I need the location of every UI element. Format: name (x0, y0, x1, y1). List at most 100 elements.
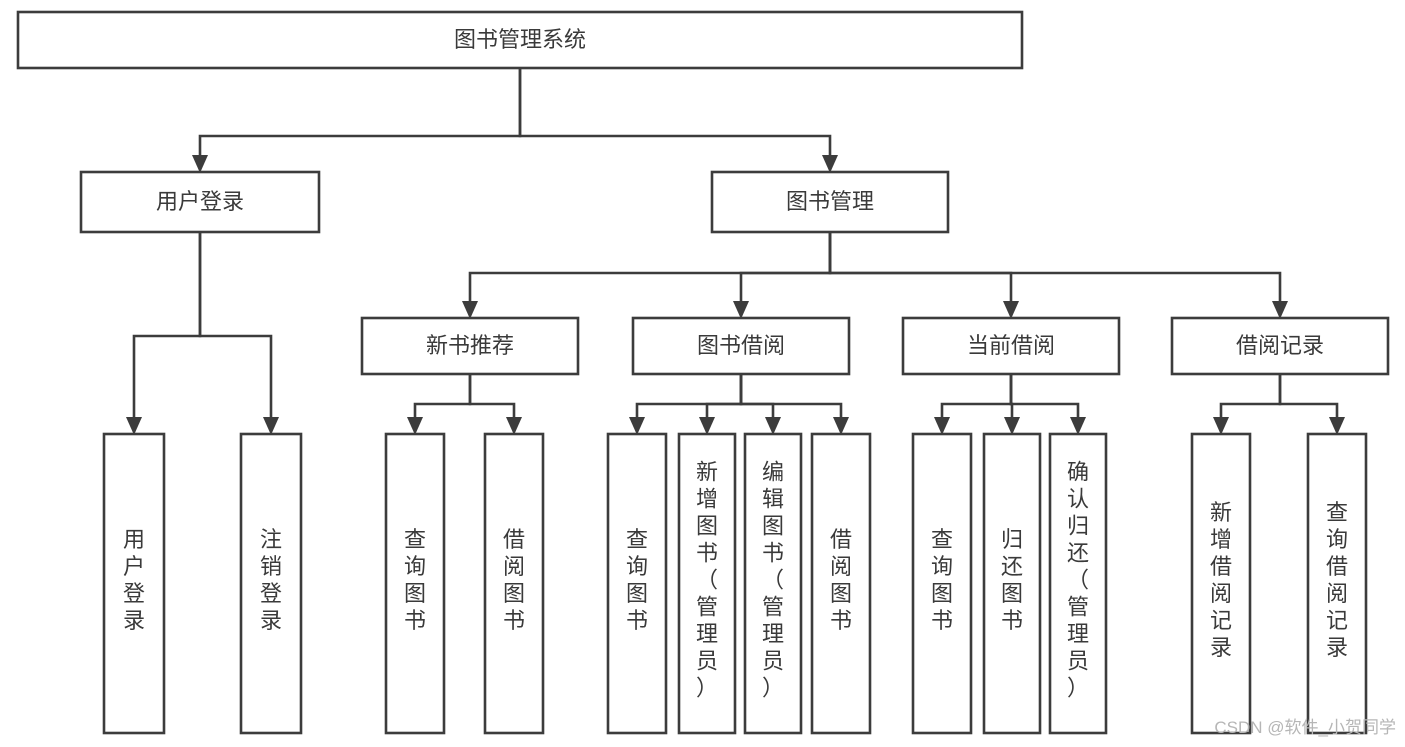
node-query-borrow-record[interactable]: 查询借阅记录 (1306, 432, 1368, 735)
node-label-add-borrow-record: 新增借阅记录 (1210, 500, 1232, 660)
connector-user-login-to-user-login-do (126, 232, 202, 435)
connector-book-manage-to-new-book-recommend (462, 232, 832, 319)
connector-new-book-recommend-to-query-book-1 (407, 374, 472, 435)
node-box-query-book-1[interactable] (384, 432, 446, 735)
connector-path (940, 374, 1013, 421)
connector-user-login-to-user-logout (198, 232, 279, 435)
node-new-book-recommend[interactable]: 新书推荐 (360, 316, 580, 376)
node-box-borrow-book-1[interactable] (483, 432, 545, 735)
node-box-user-login-do[interactable] (102, 432, 166, 735)
arrow-head-icon (765, 417, 781, 435)
node-current-borrow[interactable]: 当前借阅 (901, 316, 1121, 376)
connector-borrow-record-to-query-borrow-record (1278, 374, 1345, 435)
node-borrow-book-2[interactable]: 借阅图书 (810, 432, 872, 735)
node-edit-book[interactable]: 编辑图书（管理员） (743, 432, 803, 735)
node-user-login[interactable]: 用户登录 (79, 170, 321, 234)
arrow-head-icon (192, 155, 208, 173)
arrow-head-icon (462, 301, 478, 319)
arrow-head-icon (1070, 417, 1086, 435)
connector-path (468, 232, 832, 305)
connector-path (739, 232, 832, 305)
connector-path (1278, 374, 1339, 421)
arrow-head-icon (629, 417, 645, 435)
node-label-user-login-do: 用户登录 (123, 527, 145, 633)
node-box-current-borrow[interactable] (901, 316, 1121, 376)
arrow-head-icon (699, 417, 715, 435)
node-box-new-book-recommend[interactable] (360, 316, 580, 376)
node-label-query-borrow-record: 查询借阅记录 (1326, 500, 1348, 660)
arrow-head-icon (822, 155, 838, 173)
node-borrow-record[interactable]: 借阅记录 (1170, 316, 1390, 376)
connector-root-to-user-login (192, 68, 522, 173)
node-box-edit-book[interactable] (743, 432, 803, 735)
node-box-borrow-book-2[interactable] (810, 432, 872, 735)
arrow-head-icon (1213, 417, 1229, 435)
node-root[interactable]: 图书管理系统 (16, 10, 1024, 70)
node-user-login-do[interactable]: 用户登录 (102, 432, 166, 735)
connector-book-manage-to-book-borrow (733, 232, 832, 319)
node-label-borrow-book-1: 借阅图书 (503, 527, 525, 633)
connector-path (413, 374, 472, 421)
connector-path (1219, 374, 1282, 421)
node-box-user-logout[interactable] (239, 432, 303, 735)
node-book-borrow[interactable]: 图书借阅 (631, 316, 851, 376)
node-label-new-book-recommend: 新书推荐 (426, 333, 514, 358)
connector-layer (126, 68, 1345, 435)
node-label-book-manage: 图书管理 (786, 189, 874, 214)
node-borrow-book-1[interactable]: 借阅图书 (483, 432, 545, 735)
node-box-confirm-return[interactable] (1048, 432, 1108, 735)
node-box-root[interactable] (16, 10, 1024, 70)
arrow-head-icon (506, 417, 522, 435)
node-query-book-3[interactable]: 查询图书 (911, 432, 973, 735)
node-query-book-2[interactable]: 查询图书 (606, 432, 668, 735)
node-confirm-return[interactable]: 确认归还（管理员） (1048, 432, 1108, 735)
node-box-book-manage[interactable] (710, 170, 950, 234)
arrow-head-icon (1272, 301, 1288, 319)
node-box-query-book-3[interactable] (911, 432, 973, 735)
node-box-book-borrow[interactable] (631, 316, 851, 376)
node-label-confirm-return: 确认归还（管理员） (1067, 460, 1089, 701)
node-layer: 图书管理系统用户登录图书管理新书推荐图书借阅当前借阅借阅记录用户登录注销登录查询… (16, 10, 1390, 735)
node-label-current-borrow: 当前借阅 (967, 333, 1055, 358)
csdn-watermark: CSDN @软件_小贺同学 (1214, 718, 1396, 737)
node-box-user-login[interactable] (79, 170, 321, 234)
connector-path (198, 232, 273, 421)
arrow-head-icon (126, 417, 142, 435)
node-return-book[interactable]: 归还图书 (982, 432, 1042, 735)
connector-path (635, 374, 743, 421)
node-box-query-book-2[interactable] (606, 432, 668, 735)
node-box-return-book[interactable] (982, 432, 1042, 735)
node-label-add-book: 新增图书（管理员） (696, 460, 718, 701)
connector-path (132, 232, 202, 421)
connector-current-borrow-to-query-book-3 (934, 374, 1013, 435)
node-add-borrow-record[interactable]: 新增借阅记录 (1190, 432, 1252, 735)
node-label-borrow-book-2: 借阅图书 (830, 527, 852, 633)
arrow-head-icon (1004, 417, 1020, 435)
node-add-book[interactable]: 新增图书（管理员） (677, 432, 737, 735)
node-book-manage[interactable]: 图书管理 (710, 170, 950, 234)
connector-path (518, 68, 832, 159)
node-label-query-book-2: 查询图书 (626, 527, 648, 633)
node-label-book-borrow: 图书借阅 (697, 333, 785, 358)
node-label-user-logout: 注销登录 (260, 527, 282, 633)
node-box-borrow-record[interactable] (1170, 316, 1390, 376)
connector-book-borrow-to-borrow-book-2 (739, 374, 849, 435)
node-query-book-1[interactable]: 查询图书 (384, 432, 446, 735)
node-label-borrow-record: 借阅记录 (1236, 333, 1324, 358)
connector-new-book-recommend-to-borrow-book-1 (468, 374, 522, 435)
arrow-head-icon (263, 417, 279, 435)
arrow-head-icon (1003, 301, 1019, 319)
connector-path (739, 374, 775, 421)
connector-path (739, 374, 843, 421)
node-label-user-login: 用户登录 (156, 189, 244, 214)
node-user-logout[interactable]: 注销登录 (239, 432, 303, 735)
connector-book-manage-to-current-borrow (828, 232, 1019, 319)
node-box-add-book[interactable] (677, 432, 737, 735)
node-box-query-borrow-record[interactable] (1306, 432, 1368, 735)
node-box-add-borrow-record[interactable] (1190, 432, 1252, 735)
connector-path (198, 68, 522, 159)
connector-borrow-record-to-add-borrow-record (1213, 374, 1282, 435)
connector-path (1009, 374, 1080, 421)
